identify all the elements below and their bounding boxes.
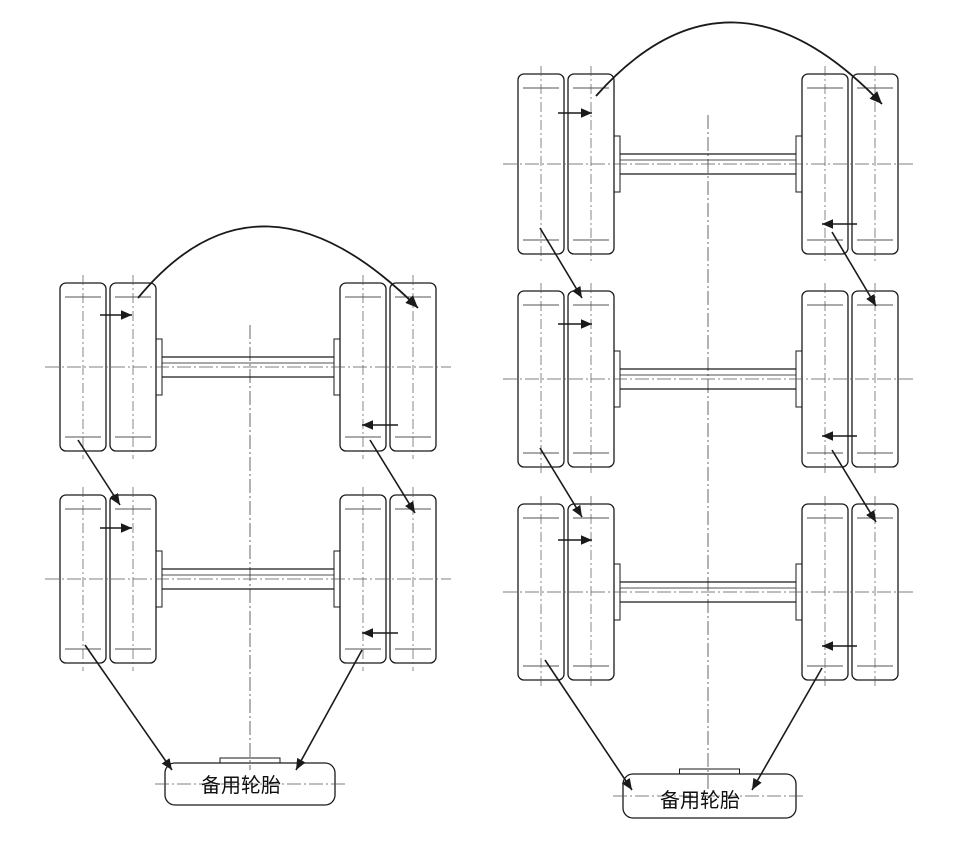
left-spare-tire xyxy=(155,757,345,806)
left-axle-1 xyxy=(45,275,451,459)
arrow-left-to-spare xyxy=(84,644,173,771)
arrow-left-diag-2 xyxy=(369,439,416,514)
rotation-arc-left xyxy=(137,225,419,309)
rotation-arc-right xyxy=(595,21,883,105)
arrow-right-to-spare-r xyxy=(751,667,823,791)
spare-tire-mount xyxy=(679,768,740,775)
right-axle-3 xyxy=(503,496,913,688)
spare-tire-mount xyxy=(219,757,281,764)
arrow-right-diag-4 xyxy=(831,449,877,523)
arrow-right-to-spare-l xyxy=(544,659,633,791)
right-spare-tire xyxy=(613,768,806,819)
spare-tire-label-right: 备用轮胎 xyxy=(660,788,740,812)
spare-tire-label-left: 备用轮胎 xyxy=(201,773,281,797)
arrow-right-diag-2 xyxy=(831,231,877,307)
arrow-left-diag-1 xyxy=(77,439,121,506)
arrow-right-diag-3 xyxy=(539,447,583,518)
arrow-right-diag-1 xyxy=(539,227,583,299)
arrow-right-to-spare xyxy=(295,649,363,771)
left-axle-2 xyxy=(45,487,451,671)
